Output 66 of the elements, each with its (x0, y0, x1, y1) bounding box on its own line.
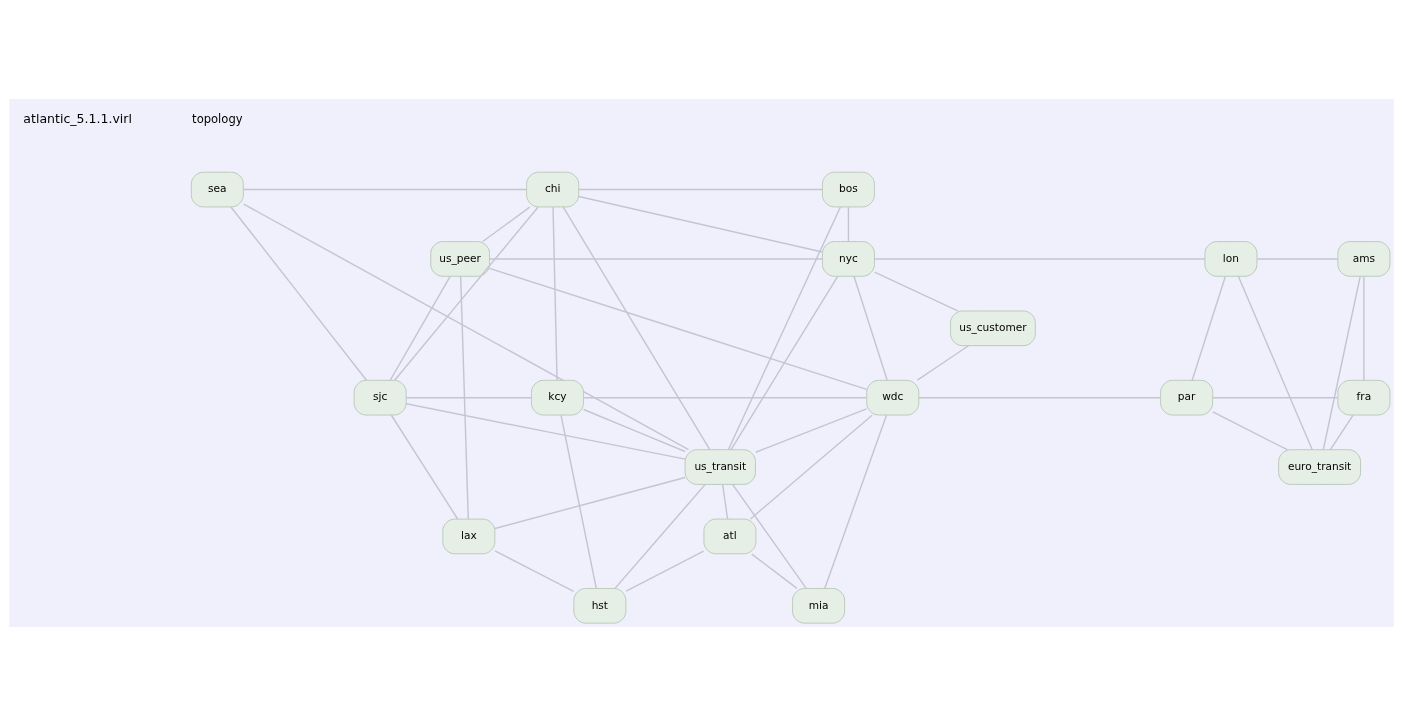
connector (614, 483, 706, 590)
connector (727, 206, 842, 451)
node-box: lax (442, 518, 496, 555)
connector (916, 345, 970, 381)
node-box: us_peer (430, 241, 490, 277)
connector (578, 188, 824, 191)
connector (582, 396, 868, 399)
connector (405, 396, 532, 399)
node-box: sea (190, 171, 244, 208)
connector (853, 275, 888, 381)
connector (847, 206, 850, 243)
connector (1256, 258, 1339, 260)
connector (824, 414, 888, 590)
connector (578, 195, 823, 253)
connector (749, 414, 873, 520)
node-box: sjc (353, 379, 407, 416)
connector (730, 275, 839, 451)
node-box: us_transit (684, 449, 756, 485)
node-box: ams (1337, 241, 1391, 277)
connector (459, 275, 469, 520)
connector (389, 275, 451, 381)
node-box: hst (573, 588, 627, 624)
connector (562, 206, 711, 451)
connector (230, 206, 368, 381)
connector (1237, 275, 1313, 451)
node-box: nyc (821, 241, 875, 277)
label: atlantic_5.1.1.virl (23, 111, 132, 127)
connector (494, 476, 686, 530)
node-box: lon (1204, 241, 1258, 277)
connector (625, 550, 705, 592)
node-box: kcy (530, 379, 584, 416)
connector (755, 408, 868, 453)
node-box: chi (526, 171, 580, 208)
node-box: bos (821, 171, 875, 208)
connector (488, 267, 868, 391)
connector (1322, 275, 1361, 451)
node-box: fra (1337, 379, 1391, 416)
label: topology (192, 112, 243, 127)
connector (732, 483, 807, 590)
connector (918, 396, 1162, 399)
connector (242, 188, 528, 191)
connector (1363, 275, 1365, 381)
connector (1191, 275, 1227, 381)
connector (873, 258, 1206, 260)
connector (1212, 396, 1339, 399)
connector (751, 553, 798, 590)
node-box: par (1160, 379, 1214, 416)
connector (489, 258, 823, 260)
connector (1212, 411, 1288, 451)
node-box: mia (792, 588, 846, 624)
connector (721, 483, 729, 520)
node-box: euro_transit (1278, 449, 1361, 485)
node-box: us_customer (950, 310, 1036, 347)
node-box: wdc (866, 379, 920, 416)
connector (582, 408, 686, 453)
connector (390, 414, 459, 520)
connector (873, 271, 959, 312)
connector (393, 206, 539, 381)
connector (405, 403, 686, 460)
connector (482, 206, 531, 243)
connector (1329, 414, 1354, 451)
connector (494, 550, 575, 593)
connector (242, 203, 690, 451)
node-box: atl (703, 518, 757, 555)
connector (560, 414, 597, 590)
connector (552, 206, 558, 381)
